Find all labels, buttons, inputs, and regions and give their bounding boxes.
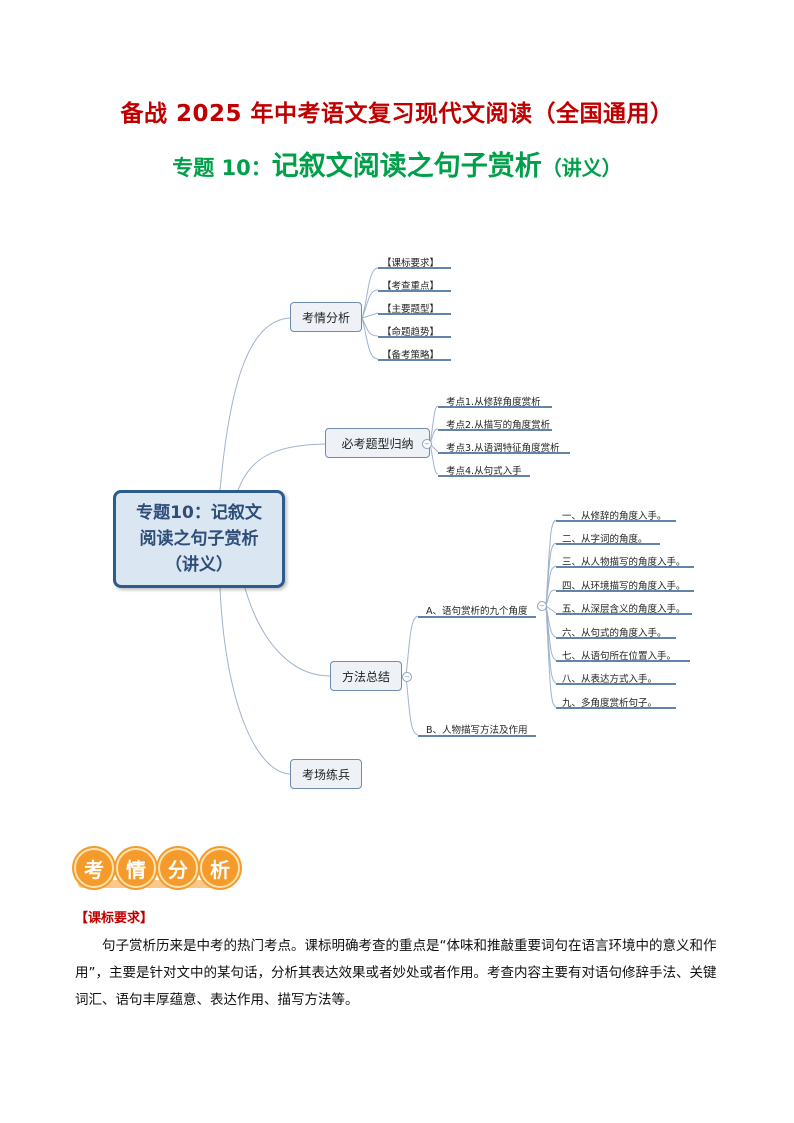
logo-char: 情 <box>116 848 156 888</box>
node-fangfa-zongjie[interactable]: 方法总结 <box>330 661 402 691</box>
leaf-kaodian-4[interactable]: 考点4.从句式入手 <box>446 466 522 477</box>
leaf-kebiao-yaoqiu[interactable]: 【课标要求】 <box>382 258 440 269</box>
collapse-toggle-icon[interactable]: − <box>537 601 547 611</box>
section-label: 【课标要求】 <box>75 911 154 926</box>
node-kaoqing-fenxi[interactable]: 考情分析 <box>290 302 362 332</box>
leaf-mingti-qushi[interactable]: 【命题趋势】 <box>382 327 440 338</box>
leaf-underlines <box>378 267 694 737</box>
mindmap-root-node[interactable]: 专题10：记叙文阅读之句子赏析（讲义） <box>113 490 285 588</box>
logo-char: 分 <box>158 848 198 888</box>
connector-root-bikao <box>237 443 326 491</box>
logo-char: 考 <box>74 848 114 888</box>
leaf-angle-9[interactable]: 九、多角度赏析句子。 <box>562 698 658 709</box>
connector-kaoqing-leaves <box>361 267 379 360</box>
subtitle-suffix: （讲义） <box>541 156 622 180</box>
connector-root-kaochang <box>219 587 291 775</box>
logo-char: 析 <box>200 848 240 888</box>
leaf-kaodian-1[interactable]: 考点1.从修辞角度赏析 <box>446 397 541 408</box>
connector-root-fangfa <box>244 587 331 677</box>
mindmap-connectors <box>219 267 694 775</box>
leaf-angle-1[interactable]: 一、从修辞的角度入手。 <box>562 511 667 522</box>
leaf-angle-4[interactable]: 四、从环境描写的角度入手。 <box>562 581 686 592</box>
collapse-toggle-icon[interactable]: − <box>402 672 412 682</box>
section-logo: 考 情 分 析 <box>74 848 242 888</box>
node-a-nine-angles[interactable]: A、语句赏析的九个角度 <box>426 606 528 617</box>
subtitle-prefix: 专题 10： <box>172 156 272 180</box>
connector-bikao-leaves <box>429 405 439 475</box>
leaf-kaodian-3[interactable]: 考点3.从语调特征角度赏析 <box>446 443 560 454</box>
node-bikao-tixing[interactable]: 必考题型归纳 <box>325 428 430 458</box>
leaf-kaodian-2[interactable]: 考点2.从描写的角度赏析 <box>446 420 551 431</box>
leaf-angle-3[interactable]: 三、从人物描写的角度入手。 <box>562 557 686 568</box>
leaf-zhuyao-tixing[interactable]: 【主要题型】 <box>382 304 440 315</box>
node-kaochang-lianbing[interactable]: 考场练兵 <box>290 759 362 789</box>
leaf-angle-8[interactable]: 八、从表达方式入手。 <box>562 674 658 685</box>
section-paragraph: 句子赏析历来是中考的热门考点。课标明确考查的重点是“体味和推敲重要词句在语言环境… <box>75 938 717 1008</box>
subtitle-main: 记叙文阅读之句子赏析 <box>271 151 542 182</box>
leaf-angle-6[interactable]: 六、从句式的角度入手。 <box>562 628 667 639</box>
leaf-kaocha-zhongdian[interactable]: 【考查重点】 <box>382 281 440 292</box>
leaf-angle-5[interactable]: 五、从深层含义的角度入手。 <box>562 604 686 615</box>
leaf-angle-2[interactable]: 二、从字词的角度。 <box>562 534 648 545</box>
document-subtitle: 专题 10：记叙文阅读之句子赏析（讲义） <box>0 144 794 183</box>
document-title: 备战 2025 年中考语文复习现代文阅读（全国通用） <box>120 101 674 127</box>
leaf-beikao-celue[interactable]: 【备考策略】 <box>382 350 440 361</box>
leaf-angle-7[interactable]: 七、从语句所在位置入手。 <box>562 651 677 662</box>
collapse-toggle-icon[interactable]: − <box>422 439 432 449</box>
connector-fangfa-ab <box>405 615 419 736</box>
connector-a-leaves <box>545 519 557 708</box>
node-b-character-description[interactable]: B、人物描写方法及作用 <box>426 725 528 736</box>
connector-root-kaoqing <box>219 317 291 491</box>
